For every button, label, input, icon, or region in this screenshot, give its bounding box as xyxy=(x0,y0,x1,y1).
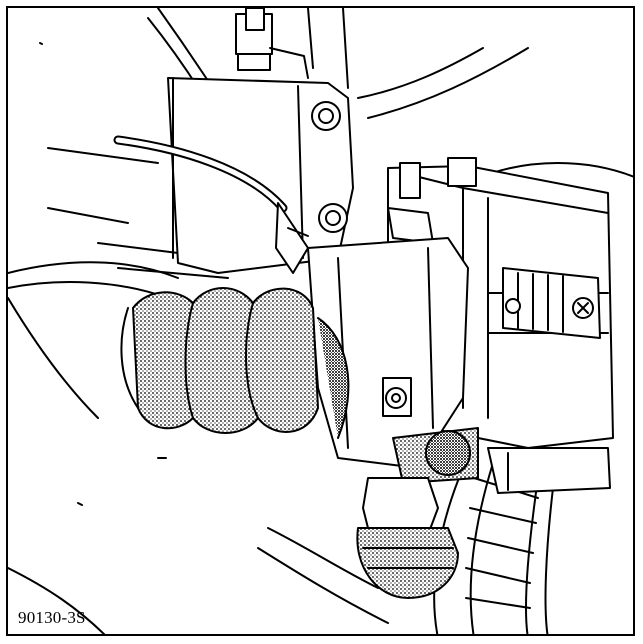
caliper-bolts xyxy=(385,298,521,409)
caliper-bracket xyxy=(307,237,611,494)
illustration-frame: 90130-3S xyxy=(6,6,635,636)
background-structure xyxy=(8,8,633,634)
lower-boot xyxy=(356,477,459,599)
brake-caliper-illustration xyxy=(8,8,633,634)
sensor-connector xyxy=(235,8,309,79)
cv-boot xyxy=(120,287,350,439)
figure-id-label: 90130-3S xyxy=(18,608,86,627)
detail-marks xyxy=(39,42,167,506)
steering-knuckle xyxy=(167,77,354,274)
brake-hose xyxy=(113,135,309,274)
